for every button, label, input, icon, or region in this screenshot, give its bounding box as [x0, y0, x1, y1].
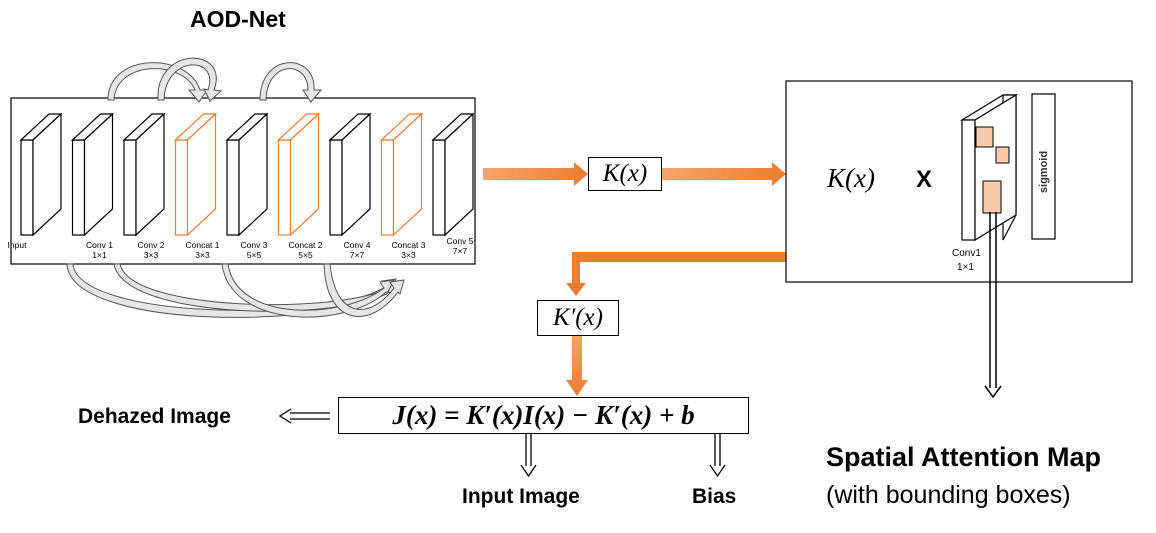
- layer-name: Concat 2: [288, 240, 323, 250]
- conv1-label: Conv1: [952, 248, 981, 259]
- kprime-label: K′(x): [553, 304, 603, 331]
- layer-face: [392, 112, 423, 237]
- spatial-attention-subtitle: (with bounding boxes): [826, 481, 1071, 509]
- layer-slab: [328, 112, 372, 237]
- top-skip-arrow-3: [259, 62, 323, 103]
- layer-slab: [276, 112, 321, 237]
- layer-front: [380, 139, 395, 236]
- layer-front: [226, 139, 240, 236]
- layer-front: [432, 139, 446, 236]
- layer-name: Input: [7, 240, 27, 250]
- layer-label: Input: [2, 240, 32, 250]
- layer-size: 3×3: [143, 250, 159, 260]
- layer-face: [341, 112, 371, 237]
- dehazed-image-label: Dehazed Image: [78, 405, 231, 428]
- layer-face: [289, 112, 320, 237]
- orange-arrows: [483, 162, 786, 396]
- layer-size: 7×7: [452, 246, 468, 256]
- layer-slab: [19, 112, 63, 237]
- arrow-net-to-k: [483, 162, 588, 186]
- layer-face: [83, 112, 114, 237]
- bottom-skip-arrow-4: [323, 263, 405, 317]
- layer-front: [277, 139, 292, 236]
- arrow-kprime-to-equation: [566, 334, 588, 396]
- layer-front: [329, 139, 343, 236]
- layer-slab: [70, 112, 115, 237]
- top-skip-arrow-1: [107, 62, 208, 103]
- layer-slab: [379, 112, 424, 237]
- layer-size: 7×7: [349, 250, 365, 260]
- layer-slab: [173, 112, 218, 237]
- bbox-1: [975, 126, 994, 148]
- arrow-k-to-attention: [662, 162, 786, 186]
- k-label: K(x): [602, 160, 648, 187]
- layer-name: Conv 4: [343, 240, 371, 250]
- layer-size: 3×3: [401, 250, 416, 260]
- layer-front: [71, 139, 86, 236]
- spatial-attention-box: [785, 80, 1133, 283]
- layer-front: [20, 139, 34, 236]
- equation: J(x) = K′(x)I(x) − K′(x) + b: [392, 400, 695, 430]
- network-layers: [19, 112, 475, 237]
- sigmoid-label: sigmoid: [1038, 150, 1050, 194]
- layer-face: [444, 112, 474, 237]
- equation-box: J(x) = K′(x)I(x) − K′(x) + b: [338, 397, 749, 434]
- spatial-attention-title: Spatial Attention Map: [826, 442, 1101, 472]
- layer-name: Conv 2: [137, 240, 165, 250]
- attention-k-label: K(x): [827, 163, 875, 193]
- layer-name: Conv 3: [240, 240, 268, 250]
- arrow-attention-to-kprime-bar: [572, 252, 786, 262]
- attention-down-arrow: [984, 212, 1002, 399]
- conv1-size: 1×1: [957, 262, 974, 273]
- k-box: K(x): [588, 157, 662, 191]
- sigmoid-box: [1031, 93, 1056, 240]
- dehazed-arrow: [278, 408, 330, 424]
- bias-arrow: [709, 434, 726, 478]
- layer-slab: [431, 112, 475, 237]
- bottom-skip-arrow-3: [221, 263, 395, 318]
- layer-size: 1×1: [92, 250, 107, 260]
- layer-name: Conv 5: [446, 236, 474, 246]
- layer-front: [174, 139, 189, 236]
- bbox-3: [982, 180, 1002, 214]
- bias-label: Bias: [692, 485, 737, 508]
- multiply-symbol: X: [916, 166, 933, 193]
- layer-name: Concat 3: [391, 240, 426, 250]
- layer-face: [238, 112, 268, 237]
- layer-face: [135, 112, 165, 237]
- input-image-label: Input Image: [462, 485, 580, 508]
- top-skip-connections: [107, 57, 323, 103]
- kprime-box: K′(x): [537, 300, 619, 336]
- layer-name: Concat 1: [185, 240, 220, 250]
- layer-slab: [122, 112, 166, 237]
- layer-front: [123, 139, 137, 236]
- bottom-skip-connections: [66, 263, 405, 318]
- layer-name: Conv 1: [86, 240, 113, 250]
- layer-size: 3×3: [195, 250, 210, 260]
- input-image-arrow: [520, 434, 537, 478]
- layer-size: 5×5: [298, 250, 313, 260]
- layer-face: [186, 112, 217, 237]
- layer-size: 5×5: [246, 250, 262, 260]
- top-skip-arrow-2: [157, 57, 223, 102]
- conv1-slab: [959, 93, 1019, 242]
- bbox-2: [995, 146, 1010, 164]
- layer-face: [32, 112, 62, 237]
- layer-slab: [225, 112, 269, 237]
- aod-net-title: AOD-Net: [190, 6, 286, 32]
